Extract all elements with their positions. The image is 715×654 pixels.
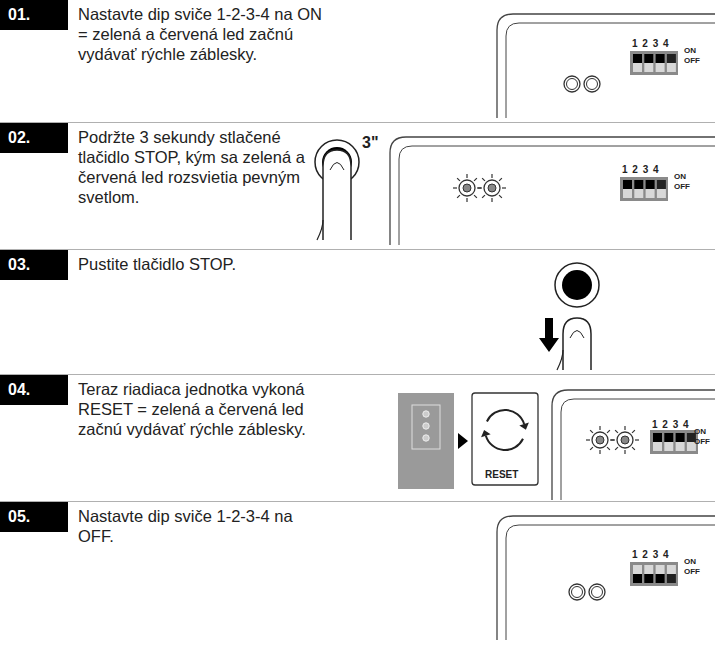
dip-switch: [630, 51, 678, 75]
step-row: 04. Teraz riadiaca jednotka vykoná RESET …: [0, 375, 715, 502]
dip-switch: [630, 562, 678, 586]
dip-label: 1 2 3 4: [652, 420, 690, 430]
led: [569, 584, 585, 600]
step-text: Podržte 3 sekundy stlačené tlačidlo STOP…: [78, 127, 323, 207]
step-row: 01. Nastavte dip sviče 1-2-3-4 na ON = ze…: [0, 0, 715, 123]
dip-label: 1 2 3 4: [622, 165, 660, 175]
down-arrow: [539, 318, 559, 352]
dip-switch: [620, 177, 668, 201]
step-row: 03. Pustite tlačidlo STOP.: [0, 250, 715, 375]
step-number: 01.: [0, 0, 68, 30]
finger: [317, 150, 351, 240]
dip-label: ON: [694, 428, 706, 436]
step-number: 03.: [0, 250, 68, 280]
stop-button: [555, 263, 599, 307]
reset-label: RESET: [485, 470, 518, 480]
dip-label: ON: [674, 173, 686, 181]
step-row: 05. Nastavte dip sviče 1-2-3-4 na OFF.: [0, 502, 715, 654]
dip-label: OFF: [694, 438, 710, 446]
dip-label: ON: [684, 558, 696, 566]
led: [589, 584, 605, 600]
step-text: Teraz riadiaca jednotka vykoná RESET = z…: [78, 379, 323, 439]
row-separator: [0, 249, 715, 250]
step-text: Pustite tlačidlo STOP.: [78, 254, 323, 274]
time-mark: 3": [362, 135, 378, 151]
finger: [557, 318, 591, 370]
dip-label: OFF: [674, 183, 690, 191]
step-number: 02.: [0, 123, 68, 153]
control-unit-housing: [497, 516, 715, 640]
control-unit-panel: [398, 393, 454, 489]
pointer-triangle: [458, 433, 468, 449]
step-number: 05.: [0, 502, 68, 532]
led: [564, 76, 580, 92]
row-separator: [0, 374, 715, 375]
led: [453, 174, 481, 202]
step-row: 02. Podržte 3 sekundy stlačené tlačidlo S…: [0, 123, 715, 250]
control-unit-housing: [552, 390, 715, 500]
row-separator: [0, 501, 715, 502]
step-text: Nastavte dip sviče 1-2-3-4 na OFF.: [78, 506, 323, 546]
dip-label: 1 2 3 4: [632, 550, 670, 560]
led: [584, 76, 600, 92]
led: [478, 174, 506, 202]
row-separator: [0, 122, 715, 123]
control-unit-housing: [497, 14, 715, 118]
dip-label: OFF: [684, 57, 700, 65]
reset-symbol: [472, 393, 538, 485]
dip-label: ON: [684, 47, 696, 55]
led: [611, 426, 639, 454]
dip-switch: [650, 430, 698, 454]
step-text: Nastavte dip sviče 1-2-3-4 na ON = zelen…: [78, 4, 323, 64]
step-number: 04.: [0, 375, 68, 405]
led: [586, 426, 614, 454]
control-unit-housing: [390, 137, 715, 245]
dip-label: 1 2 3 4: [632, 39, 670, 49]
dip-label: OFF: [684, 568, 700, 576]
